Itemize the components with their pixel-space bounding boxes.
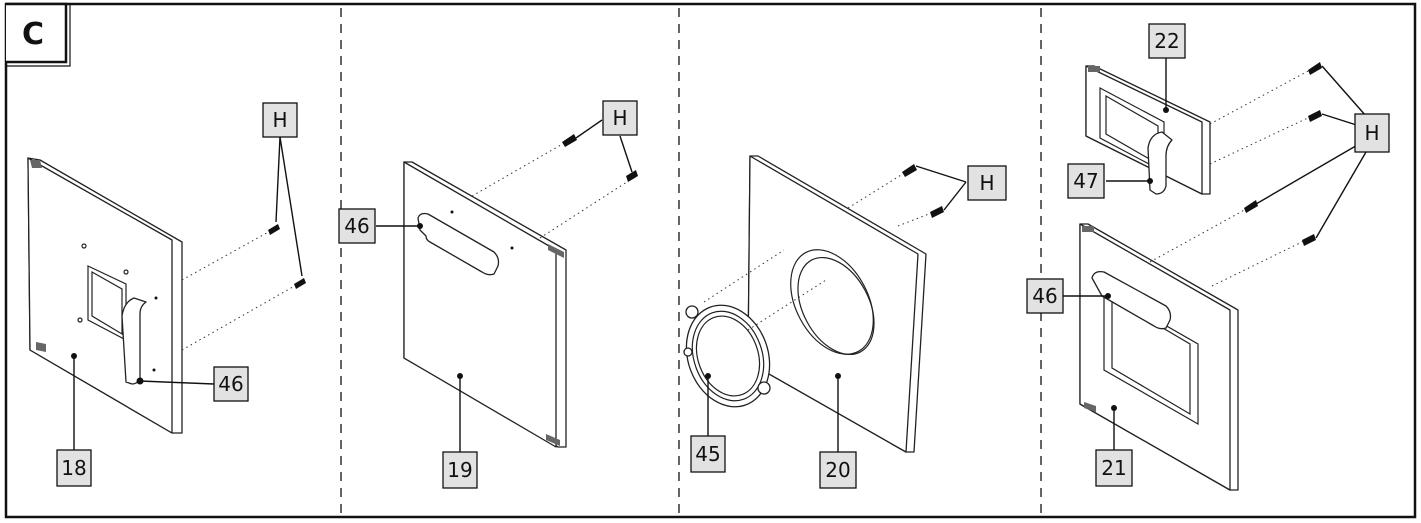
callout-panel-19: 19 [442,451,478,489]
step-1-panel-18 [27,157,306,434]
svg-text:46: 46 [1032,284,1057,308]
panel-18-bracket-lower [36,342,46,352]
svg-text:H: H [979,171,994,195]
callout-part-46-a: 46 [213,366,249,402]
callout-panel-21: 21 [1095,449,1133,487]
callout-hardware-c: H [967,165,1007,201]
section-tab [6,2,68,64]
leader-lines [71,58,1367,452]
callout-part-45: 45 [690,435,726,473]
section-tab-shadow [6,4,71,67]
callout-part-47: 47 [1067,163,1105,199]
svg-text:45: 45 [695,442,720,466]
callout-hardware-a: H [262,102,298,138]
panel-20 [747,155,919,453]
step-2-panel-19 [403,134,638,448]
panel-18-cutout-inner [91,270,123,336]
svg-text:47: 47 [1073,169,1098,193]
svg-text:H: H [612,106,627,130]
callout-panel-20: 20 [819,451,857,489]
callout-part-46-c: 46 [1026,278,1064,314]
step-3-panel-20 [683,155,944,453]
step-4-panel-22 [1085,62,1322,195]
svg-text:46: 46 [344,214,369,238]
svg-text:H: H [1364,121,1379,145]
outer-frame [4,2,1417,519]
svg-text:46: 46 [218,372,243,396]
step-4-panel-21 [1079,200,1316,491]
svg-text:18: 18 [61,456,86,480]
callout-hardware-d: H [1354,113,1390,153]
svg-text:21: 21 [1101,456,1126,480]
panel-18-bracket [30,160,42,168]
callout-panel-22: 22 [1148,23,1186,59]
callout-panel-18: 18 [56,449,92,487]
svg-text:22: 22 [1154,29,1179,53]
svg-text:20: 20 [825,458,850,482]
panel-20-round-cutout [790,249,874,355]
section-letter: C [22,17,44,52]
handle-46-b [417,212,500,276]
handle-46-c [1091,270,1172,330]
svg-text:H: H [272,108,287,132]
callout-part-46-b: 46 [338,208,376,244]
callout-hardware-b: H [602,100,638,136]
handle-47 [1147,131,1173,195]
panel-22 [1085,65,1203,195]
svg-text:19: 19 [447,458,472,482]
window-45 [685,304,771,408]
handle-46-a [121,297,147,385]
panel-18 [27,157,173,434]
